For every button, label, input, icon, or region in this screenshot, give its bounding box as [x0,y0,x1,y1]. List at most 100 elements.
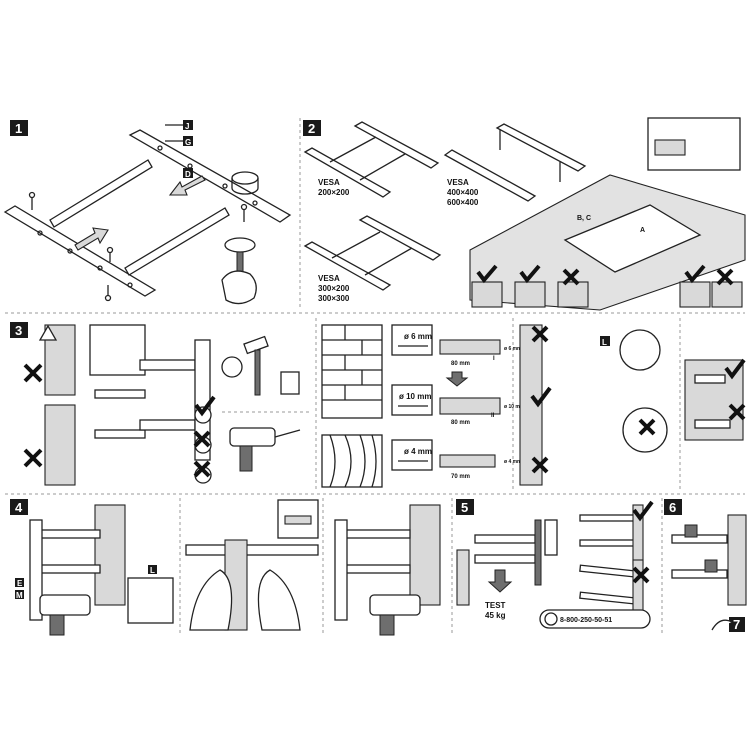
cross-icon [193,430,211,448]
step-5-badge [456,499,474,515]
drill-6-label: ø 6 mm [404,332,432,341]
part-J-box [183,120,193,130]
direction-arrow-left [168,175,206,196]
screws [28,191,248,302]
arm-level-good [544,500,654,566]
bracket-bar-top [128,129,292,223]
drill-spec-4 [391,439,496,471]
step-7-badge [729,617,745,632]
check-icon [476,264,498,284]
cross-icon [193,460,211,478]
step-6-panel: 6 7 [664,499,747,632]
step-1-number: 1 [15,121,22,136]
step-5-number: 5 [461,500,468,515]
roman-one: I [493,356,495,362]
electric-warning-icon [38,324,58,341]
plug-checks [519,324,552,486]
side-10-label: ø 10 mm [504,404,525,410]
step-3-badge [10,322,28,338]
part-L-label: L [602,338,607,347]
part-L-box [600,336,610,346]
mounting-cup-body [231,178,259,195]
inset-plate [654,139,686,156]
drill-4-label: ø 4 mm [404,447,432,456]
spirit-level [185,544,319,556]
drill-10-label: ø 10 mm [399,392,431,401]
wall-segment-2 [44,404,76,486]
depth-80-a: 80 mm [451,361,470,367]
bubble-level-icon [284,515,312,525]
brick-closeup [619,329,661,371]
wall-plug-icon [280,371,300,395]
direction-arrow-right [74,227,109,251]
cross-icon [23,363,43,383]
step-2-badge [303,120,321,136]
right-hand-icon [257,569,301,631]
vesa-3-size-a: 300×200 [318,284,350,293]
cross-bar-right [124,207,230,276]
part-J-label: J [185,122,189,131]
wall-arm-tighten [334,504,441,636]
step-6-number: 6 [669,500,676,515]
step-7-number: 7 [733,617,740,632]
check-icon [194,395,216,417]
support-phone: 8-800-250-50-51 [560,617,612,624]
part-L2-box [148,565,157,574]
mounting-cup [231,171,259,185]
drill-icon [229,427,301,472]
arm-assembly [94,339,211,461]
cross-icon [23,448,43,468]
fixing-options [193,395,216,484]
vesa-2-size-b: 600×400 [447,198,479,207]
phone-box [539,609,651,629]
down-arrow-icon [487,569,513,593]
screw-length-checks [471,264,743,308]
step-1-panel: 1 J G D [3,120,292,305]
check-icon [632,500,654,522]
cross-icon [632,566,650,584]
part-D-box [183,168,193,178]
bar-holes [37,145,258,288]
side-4-label: ø 4 mm [504,459,522,465]
vesa-2-title: VESA [447,178,469,187]
vesa-3-size-b: 300×300 [318,294,350,303]
roman-two: II [491,413,495,419]
step-2-number: 2 [308,121,315,136]
part-BC-label: B, C [577,215,591,222]
step-3-panel: 3 [10,322,746,488]
step-6-badge [664,499,682,515]
part-G-box [183,136,193,146]
anchor-wrong [694,419,731,429]
test-label: TEST [485,601,506,610]
bracket-bar-bottom [3,205,157,297]
test-weight: 45 kg [485,611,506,620]
vesa-3-title: VESA [318,274,340,283]
arm-test [474,519,542,593]
step-4-panel: 4 E M L [10,499,441,636]
anchor-correct [694,374,726,384]
step-4-number: 4 [15,500,23,515]
arm-cover-install [671,514,747,606]
check-icon [684,264,706,284]
step-2-panel: 2 VESA 200×200 VESA 400×400 600×400 VESA… [303,117,746,311]
brick-wall-sample [321,324,383,419]
part-E-label: E [17,579,23,588]
wood-wall-sample [321,434,383,488]
level-inset [89,324,146,376]
cross-icon [716,268,734,286]
hand-icon [711,619,733,631]
part-M-label: M [16,591,23,600]
cross-icon [638,418,656,436]
part-D-label: D [185,170,191,179]
side-6-label: ø 6 mm [504,346,522,352]
check-icon [519,264,541,284]
part-L2-label: L [150,566,155,575]
vesa-1-title: VESA [318,178,340,187]
part-G-label: G [185,138,191,147]
vesa-300-frame [303,215,442,291]
vesa-2-size-a: 400×400 [447,188,479,197]
part-E-box [15,578,24,587]
step-3-number: 3 [15,323,22,338]
wrench-inset [127,577,174,624]
